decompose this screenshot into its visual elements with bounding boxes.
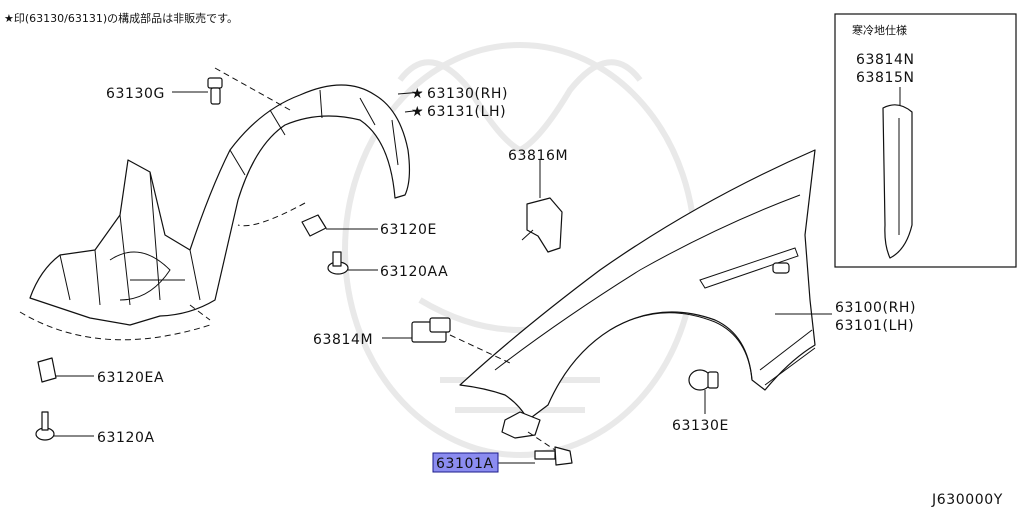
clip-63130E-part[interactable] [688, 369, 719, 391]
note-text: ★印(63130/63131)の構成部品は非販売です。 [4, 11, 238, 25]
clip-63120E-part[interactable] [301, 214, 327, 237]
bolt-63101A-part[interactable] [534, 446, 573, 466]
cold-region-spec-box: 寒冷地仕様 63814N 63815N [834, 13, 1017, 268]
label-63814N[interactable]: 63814N [856, 52, 915, 68]
diagram-code: J630000Y [931, 492, 1003, 508]
clip-63120EA-part[interactable] [37, 357, 57, 383]
label-63101A[interactable]: 63101A [436, 456, 494, 472]
label-63120AA[interactable]: 63120AA [380, 264, 448, 280]
label-63130G[interactable]: 63130G [106, 86, 165, 102]
screw-63120AA-part[interactable] [327, 251, 349, 275]
label-63120EA[interactable]: 63120EA [97, 370, 164, 386]
fender-protector-part[interactable] [29, 84, 411, 326]
label-63130E[interactable]: 63130E [672, 418, 729, 434]
mudguard-strip-part[interactable] [882, 104, 913, 259]
label-63815N[interactable]: 63815N [856, 70, 915, 86]
highlight-63101A [432, 452, 499, 473]
star-icon: ★ [411, 104, 424, 120]
label-63101LH[interactable]: 63101(LH) [835, 318, 914, 334]
clip-63130G-part[interactable] [207, 77, 223, 105]
label-63816M[interactable]: 63816M [508, 148, 568, 164]
label-63120E[interactable]: 63120E [380, 222, 437, 238]
label-63814M[interactable]: 63814M [313, 332, 373, 348]
pad-63816M-part[interactable] [526, 197, 563, 253]
label-63120A[interactable]: 63120A [97, 430, 155, 446]
front-fender-part[interactable] [459, 149, 816, 439]
screw-63120A-part[interactable] [35, 411, 55, 441]
star-icon: ★ [411, 86, 424, 102]
label-63130RH[interactable]: 63130(RH) [427, 86, 508, 102]
label-63131LH[interactable]: 63131(LH) [427, 104, 506, 120]
spec-box-title: 寒冷地仕様 [852, 23, 907, 37]
bracket-63814M-part[interactable] [411, 317, 451, 343]
label-63100RH[interactable]: 63100(RH) [835, 300, 916, 316]
